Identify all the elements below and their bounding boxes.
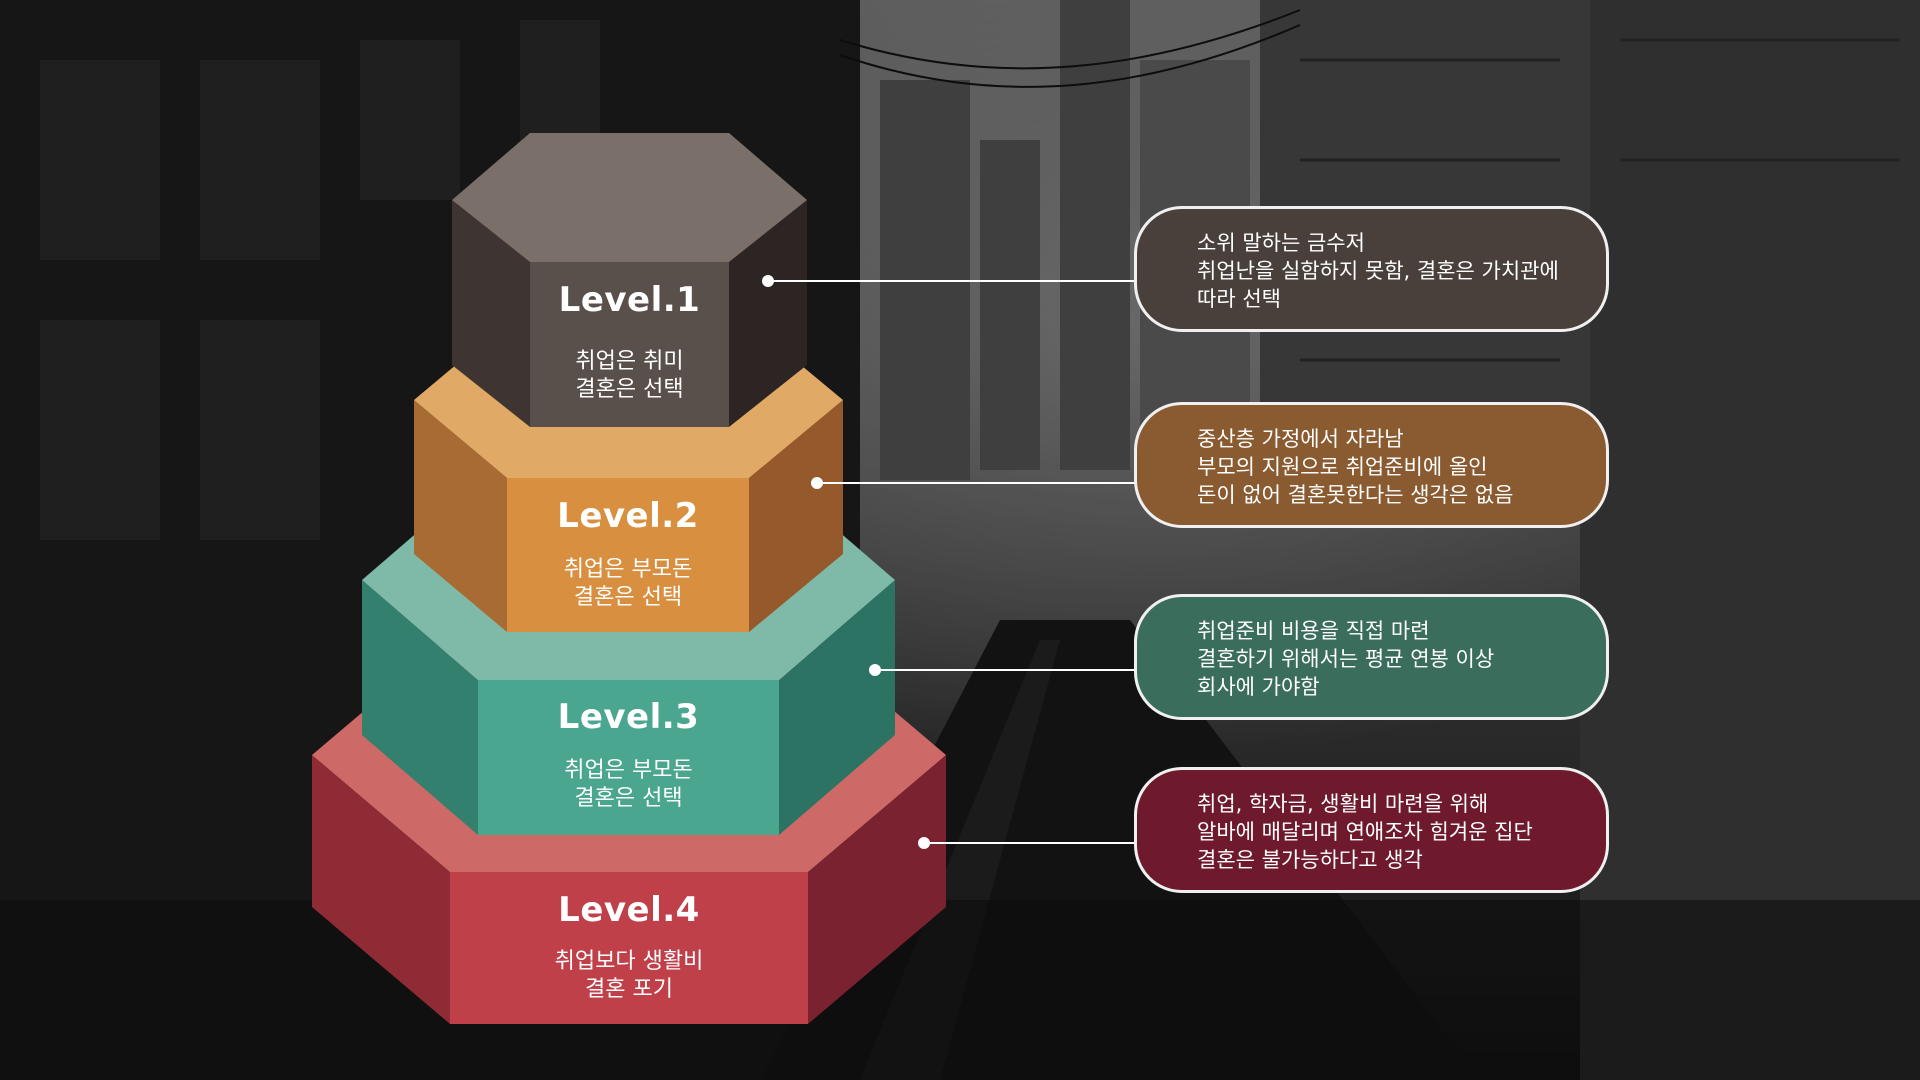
level-1-desc-line-2: 결혼은 선택: [575, 377, 684, 402]
prism-level-1-top: [452, 133, 807, 262]
callout-4-line-3: 결혼은 불가능하다고 생각: [1197, 848, 1423, 872]
level-3-label: Level.3 취업은 부모돈 결혼은 선택: [478, 697, 779, 813]
level-3-desc-line-2: 결혼은 선택: [574, 786, 683, 811]
prism-level-3-front: [478, 680, 779, 835]
prism-level-1-right: [729, 200, 807, 427]
callout-3-line-3: 회사에 가야함: [1197, 675, 1320, 699]
prism-level-3-left: [362, 580, 478, 835]
callout-level-1: 소위 말하는 금수저 취업난을 실함하지 못함, 결혼은 가치관에 따라 선택: [1134, 206, 1609, 332]
level-1-desc-line-1: 취업은 취미: [575, 349, 684, 374]
callout-1-line-1: 소위 말하는 금수저: [1197, 231, 1365, 255]
level-3-title: Level.3: [557, 697, 700, 737]
prism-level-3-right: [779, 580, 895, 835]
callout-4-line-2: 알바에 매달리며 연애조차 힘겨운 집단: [1197, 820, 1533, 844]
callout-level-2: 중산층 가정에서 자라남 부모의 지원으로 취업준비에 올인 돈이 없어 결혼못…: [1134, 402, 1609, 528]
callout-level-3: 취업준비 비용을 직접 마련 결혼하기 위해서는 평균 연봉 이상 회사에 가야…: [1134, 594, 1609, 720]
connector-dot-2: [811, 477, 823, 489]
callout-3-line-1: 취업준비 비용을 직접 마련: [1197, 619, 1430, 643]
level-3-desc-line-1: 취업은 부모돈: [564, 758, 693, 783]
level-2-desc-line-1: 취업은 부모돈: [563, 557, 693, 582]
callout-2-line-2: 부모의 지원으로 취업준비에 올인: [1197, 455, 1488, 479]
callout-1-line-2: 취업난을 실함하지 못함, 결혼은 가치관에: [1197, 259, 1559, 283]
level-2-desc-line-2: 결혼은 선택: [573, 585, 683, 610]
level-2-label: Level.2 취업은 부모돈 결혼은 선택: [507, 496, 749, 612]
level-1-label: Level.1 취업은 취미 결혼은 선택: [530, 280, 729, 404]
prism-level-1-left: [452, 200, 530, 427]
prism-level-4-front: [450, 872, 808, 1024]
prism-level-1: [452, 133, 807, 427]
callout-4-line-1: 취업, 학자금, 생활비 마련을 위해: [1197, 792, 1489, 816]
callout-2-line-1: 중산층 가정에서 자라남: [1197, 427, 1404, 451]
prism-level-4-left: [312, 755, 450, 1024]
prism-level-1-front: [530, 262, 729, 427]
callout-1-line-3: 따라 선택: [1197, 287, 1281, 311]
level-4-label: Level.4 취업보다 생활비 결혼 포기: [450, 890, 808, 1004]
level-4-title: Level.4: [558, 890, 700, 930]
callout-3-line-2: 결혼하기 위해서는 평균 연봉 이상: [1197, 647, 1495, 671]
level-2-title: Level.2: [557, 496, 699, 536]
prism-level-2-front: [507, 478, 749, 632]
connector-dot-3: [869, 664, 881, 676]
prism-level-2-right: [749, 400, 843, 632]
level-1-title: Level.1: [558, 280, 701, 320]
prism-level-4-right: [808, 755, 946, 1024]
connector-dot-1: [762, 275, 774, 287]
callout-level-4: 취업, 학자금, 생활비 마련을 위해 알바에 매달리며 연애조차 힘겨운 집단…: [1134, 767, 1609, 893]
prism-level-2-left: [414, 400, 507, 632]
level-4-desc-line-1: 취업보다 생활비: [554, 949, 704, 974]
callout-2-line-3: 돈이 없어 결혼못한다는 생각은 없음: [1197, 483, 1514, 507]
connector-dot-4: [918, 837, 930, 849]
level-4-desc-line-2: 결혼 포기: [585, 977, 673, 1002]
